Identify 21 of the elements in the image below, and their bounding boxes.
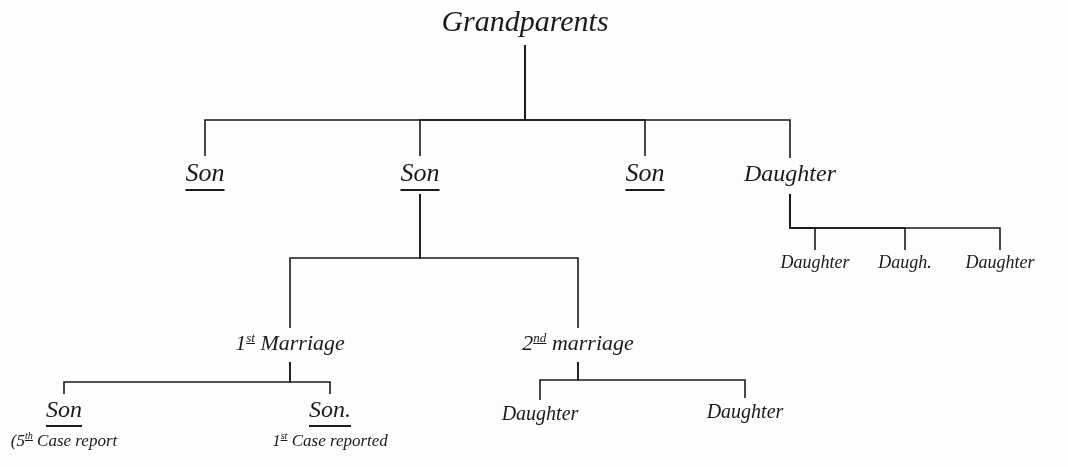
tree-line [419, 193, 579, 329]
family-member-label: 1$^{st}$ Marriage [235, 330, 345, 356]
family-member-label: Daughter [501, 402, 579, 425]
family-member-label: Son [625, 158, 665, 188]
tree-line [577, 361, 746, 399]
case-note: (5$^{th}$ Case report [10, 429, 118, 450]
family-member-label: Son [400, 158, 440, 188]
case-note: 1$^{st}$ Case reported [272, 429, 388, 450]
family-member-label: Son [46, 396, 82, 424]
tree-line [789, 193, 1001, 251]
tree-line [524, 44, 791, 159]
family-member-label: Daughter [706, 400, 784, 423]
family-member-label: 2$^{nd}$ marriage [522, 330, 634, 356]
family-member-label: Son. [309, 396, 351, 424]
family-member-label: Daughter [744, 160, 836, 188]
family-member-label: Daugh. [878, 252, 932, 273]
family-member-label: Daughter [780, 252, 850, 273]
family-member-label: Grandparents [441, 4, 609, 39]
family-member-label: Son [185, 158, 225, 188]
family-member-label: Daughter [965, 252, 1035, 273]
tree-line [289, 361, 331, 395]
